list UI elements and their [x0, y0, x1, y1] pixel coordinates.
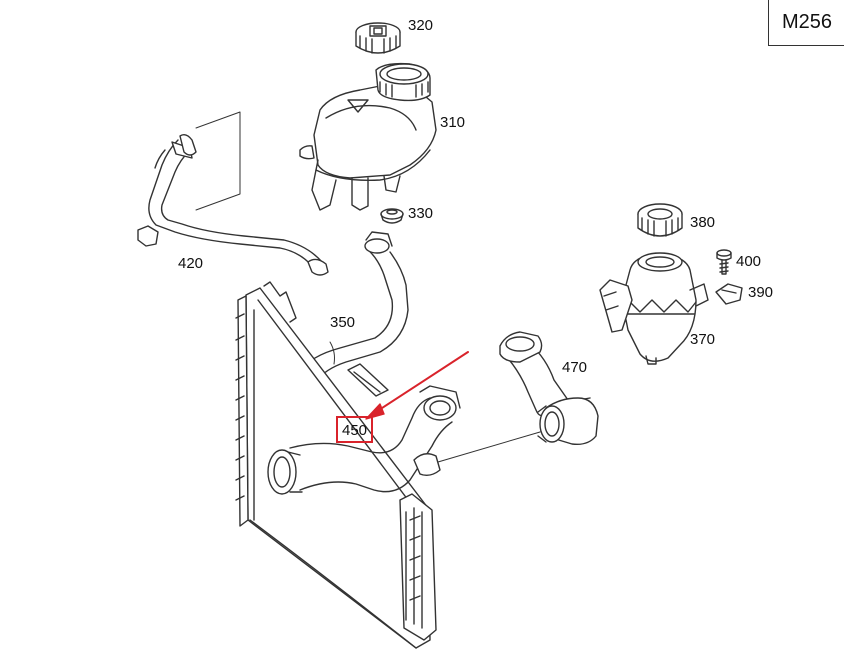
part-label-390: 390 — [748, 284, 774, 301]
hose-450-drawing — [267, 385, 541, 495]
highlight-box-450 — [336, 416, 373, 443]
part-label-400: 400 — [736, 253, 762, 270]
part-label-470: 470 — [562, 359, 588, 376]
reservoir-370-drawing — [599, 252, 709, 365]
highlight-arrow — [365, 351, 469, 420]
expansion-tank-310-drawing — [299, 62, 437, 211]
clip-390-drawing — [715, 283, 743, 305]
cap-380-drawing — [637, 203, 683, 237]
cap-320-drawing — [355, 22, 401, 54]
part-label-330: 330 — [408, 205, 434, 222]
part-label-310: 310 — [440, 114, 466, 131]
part-label-320: 320 — [408, 17, 434, 34]
part-label-380: 380 — [690, 214, 716, 231]
part-label-370: 370 — [690, 331, 716, 348]
hose-420-drawing — [137, 111, 329, 276]
screw-400-drawing — [716, 249, 732, 275]
model-badge: M256 — [768, 0, 844, 46]
part-label-420: 420 — [178, 255, 204, 272]
part-label-350: 350 — [330, 314, 356, 331]
hose-470-drawing — [499, 331, 599, 446]
grommet-330-drawing — [380, 208, 404, 224]
radiator-drawing — [235, 281, 437, 649]
part-label-450: 450 — [342, 422, 368, 439]
